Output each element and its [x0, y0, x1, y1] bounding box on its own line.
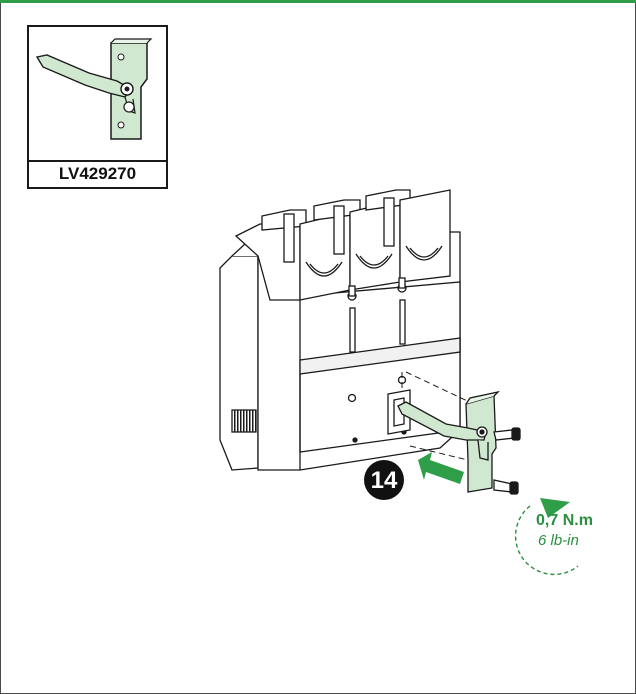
kit-reference-box: LV429270 [27, 25, 168, 189]
numbered-step-badge-icon [364, 460, 404, 500]
torque-rotation-arrow-icon [514, 498, 579, 576]
insert-direction-arrow-icon [418, 452, 464, 484]
torque-metric-value: 0,7 N.m [536, 512, 593, 529]
accent-bar [0, 0, 636, 3]
terminal-blocks [234, 189, 451, 301]
kit-connector-illustration [35, 38, 153, 140]
connector-assembly [397, 390, 521, 495]
torque-imperial-value: 6 lb-in [538, 532, 579, 549]
kit-reference-label: LV429270 [29, 160, 166, 187]
step-number: 14 [370, 467, 398, 494]
alignment-guides [401, 371, 479, 463]
